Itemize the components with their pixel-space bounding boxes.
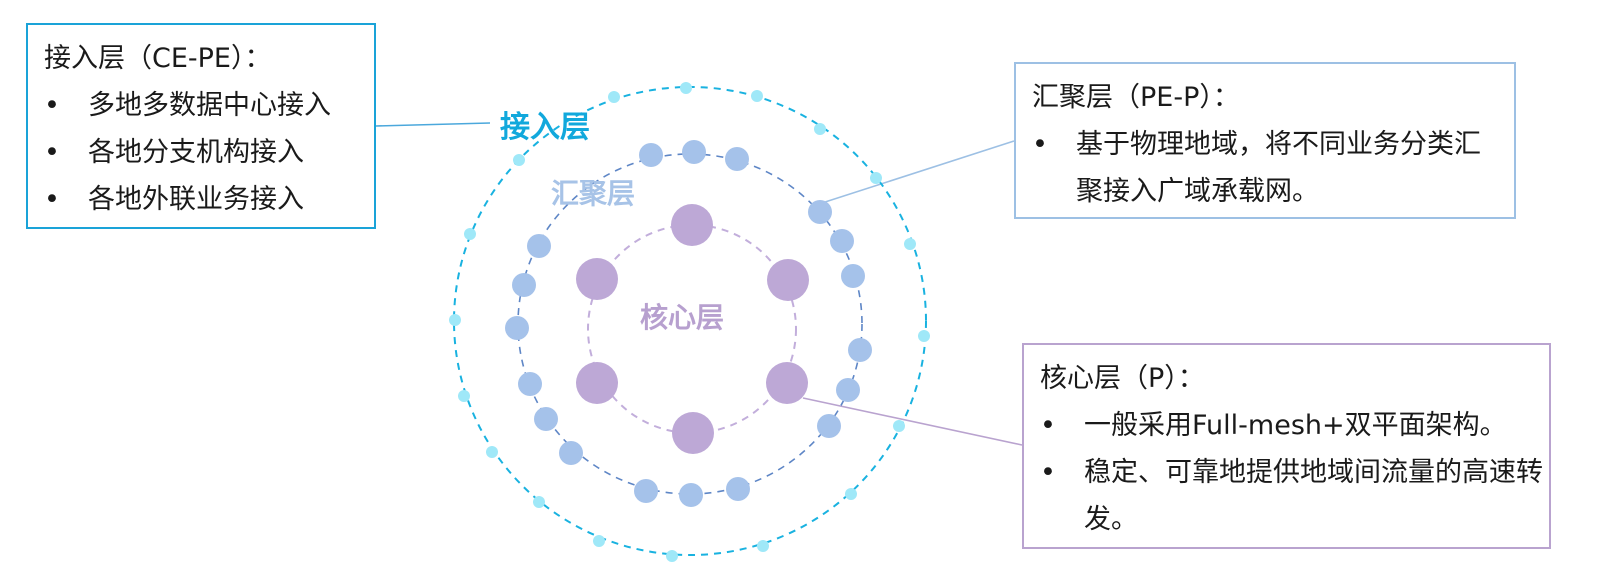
- aggregation-node: [830, 229, 854, 253]
- core-node: [576, 258, 618, 300]
- aggregation-node: [808, 200, 832, 224]
- core-callout-bullet: 稳定、可靠地提供地域间流量的高速转发。: [1040, 449, 1544, 543]
- aggregation-node: [559, 441, 583, 465]
- access-node: [533, 496, 545, 508]
- core-node: [672, 412, 714, 454]
- access-nodes: [449, 82, 930, 562]
- aggregation-callout-list: 基于物理地域，将不同业务分类汇聚接入广域承载网。: [1032, 121, 1514, 215]
- access-node: [904, 238, 916, 250]
- access-node: [757, 540, 769, 552]
- access-callout-bullet: 各地外联业务接入: [44, 176, 374, 223]
- aggregation-node: [725, 147, 749, 171]
- access-node: [449, 314, 461, 326]
- access-node: [870, 172, 882, 184]
- access-node: [593, 535, 605, 547]
- core-layer-callout: 核心层（P）： 一般采用Full-mesh+双平面架构。 稳定、可靠地提供地域间…: [1022, 343, 1551, 549]
- core-callout-title: 核心层（P）：: [1040, 363, 1205, 394]
- aggregation-node: [518, 372, 542, 396]
- access-layer-callout: 接入层（CE-PE）： 多地多数据中心接入 各地分支机构接入 各地外联业务接入: [26, 23, 376, 229]
- aggregation-node: [817, 414, 841, 438]
- aggregation-ring-label: 汇聚层: [551, 177, 636, 210]
- access-callout-list: 多地多数据中心接入 各地分支机构接入 各地外联业务接入: [44, 82, 374, 223]
- aggregation-node: [527, 234, 551, 258]
- core-node: [767, 259, 809, 301]
- access-node: [513, 154, 525, 166]
- access-connector-line: [375, 122, 491, 127]
- core-callout-bullet: 一般采用Full-mesh+双平面架构。: [1040, 402, 1544, 449]
- aggregation-node: [841, 264, 865, 288]
- aggregation-node: [848, 338, 872, 362]
- access-node: [458, 390, 470, 402]
- core-ring: [587, 224, 797, 434]
- aggregation-node: [634, 479, 658, 503]
- aggregation-node: [512, 273, 536, 297]
- aggregation-node: [836, 378, 860, 402]
- aggregation-node: [726, 477, 750, 501]
- aggregation-nodes: [505, 140, 872, 507]
- aggregation-node: [505, 316, 529, 340]
- core-node: [766, 362, 808, 404]
- access-node: [608, 91, 620, 103]
- access-node: [893, 420, 905, 432]
- aggregation-node: [679, 483, 703, 507]
- access-ring-label: 接入层: [500, 110, 590, 145]
- core-connector-line: [802, 397, 1023, 446]
- core-ring-label: 核心层: [640, 301, 725, 334]
- core-node: [671, 204, 713, 246]
- access-node: [486, 446, 498, 458]
- access-node: [918, 330, 930, 342]
- aggregation-node: [534, 407, 558, 431]
- access-node: [680, 82, 692, 94]
- core-nodes: [576, 204, 809, 454]
- core-callout-list: 一般采用Full-mesh+双平面架构。 稳定、可靠地提供地域间流量的高速转发。: [1040, 402, 1549, 543]
- access-node: [845, 488, 857, 500]
- access-node: [751, 90, 763, 102]
- access-callout-title: 接入层（CE-PE）：: [44, 43, 272, 74]
- aggregation-callout-title: 汇聚层（PE-P）：: [1032, 82, 1240, 113]
- access-callout-bullet: 多地多数据中心接入: [44, 82, 374, 129]
- access-callout-bullet: 各地分支机构接入: [44, 129, 374, 176]
- aggregation-connector-line: [821, 140, 1015, 204]
- access-node: [666, 550, 678, 562]
- aggregation-callout-bullet: 基于物理地域，将不同业务分类汇聚接入广域承载网。: [1032, 121, 1506, 215]
- aggregation-node: [682, 140, 706, 164]
- core-node: [576, 362, 618, 404]
- aggregation-node: [639, 143, 663, 167]
- access-node: [814, 123, 826, 135]
- aggregation-layer-callout: 汇聚层（PE-P）： 基于物理地域，将不同业务分类汇聚接入广域承载网。: [1014, 62, 1516, 219]
- access-node: [464, 228, 476, 240]
